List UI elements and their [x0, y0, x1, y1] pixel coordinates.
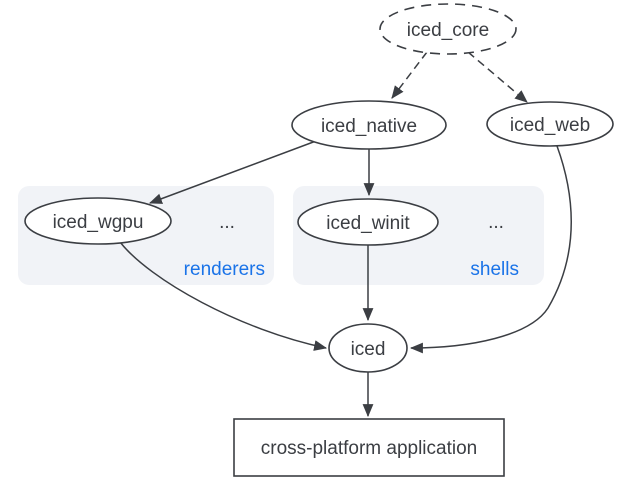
iced-web-ellipse [486, 101, 614, 147]
iced-winit-label: iced_winit [326, 213, 410, 234]
node-iced-wgpu: iced_wgpu [24, 197, 172, 245]
edge-core-to-web [467, 51, 528, 103]
renderers-ellipsis: ... [219, 212, 235, 233]
iced-ellipse [328, 323, 408, 373]
edge-web-to-iced [409, 145, 572, 354]
iced-wgpu-ellipse [24, 197, 172, 245]
iced-web-label: iced_web [510, 115, 590, 136]
node-iced-core: iced_core [379, 3, 517, 55]
node-iced: iced [328, 323, 408, 373]
shells-ellipsis: ... [488, 212, 504, 233]
node-iced-web: iced_web [486, 101, 614, 147]
iced-core-ellipse [379, 3, 517, 55]
iced-native-ellipse [291, 100, 447, 150]
node-iced-winit: iced_winit [297, 198, 439, 246]
node-cross-platform-application: cross-platform application [233, 418, 505, 477]
iced-label: iced [351, 339, 386, 360]
node-iced-native: iced_native [291, 100, 447, 150]
app-rect [233, 418, 505, 477]
shells-group-label: shells [470, 259, 519, 280]
edge-wgpu-to-iced [119, 241, 328, 351]
edge-core-to-native [391, 51, 428, 99]
iced-wgpu-label: iced_wgpu [53, 212, 144, 233]
iced-native-label: iced_native [321, 116, 417, 137]
iced-winit-ellipse [297, 198, 439, 246]
edge-native-to-wgpu [148, 140, 317, 204]
renderers-group-label: renderers [184, 259, 265, 280]
app-label: cross-platform application [261, 438, 477, 459]
iced-core-label: iced_core [407, 20, 489, 41]
